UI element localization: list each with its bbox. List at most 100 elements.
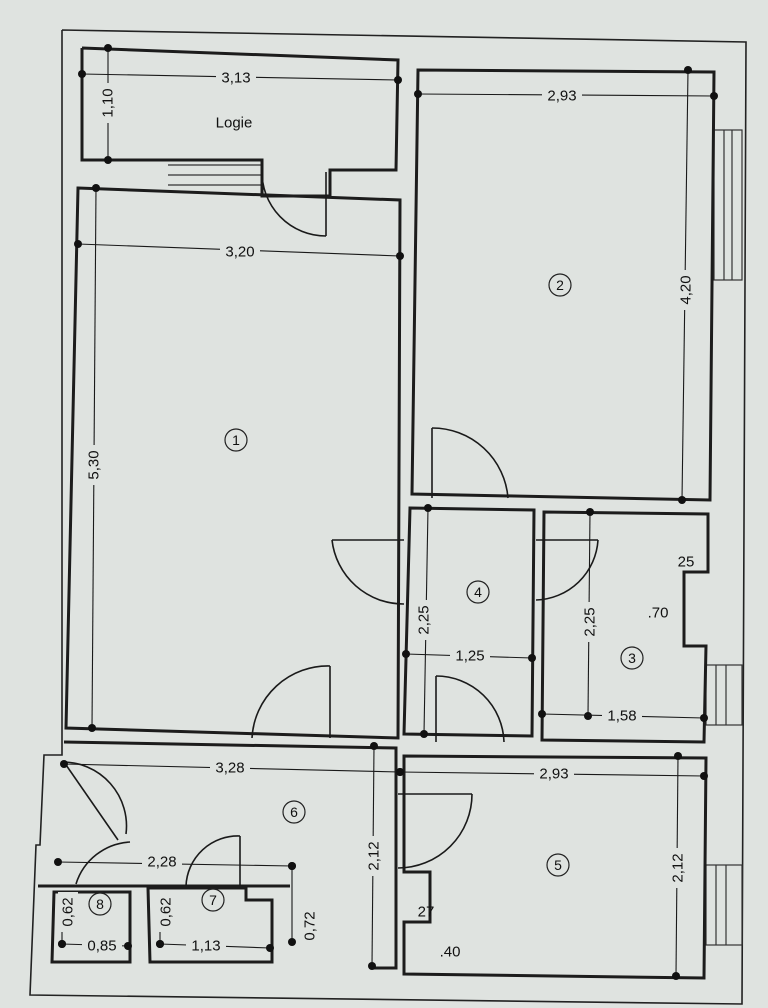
room-number-circle	[546, 853, 570, 877]
dimension-endpoint	[88, 724, 96, 732]
room-number-circle	[466, 580, 490, 604]
dimension-endpoint	[700, 714, 708, 722]
dimension-endpoint	[402, 650, 410, 658]
dimension-label-group: 2,28	[142, 852, 182, 872]
room-number-text: 5	[554, 857, 562, 873]
dimension-label: 1,13	[191, 938, 220, 955]
dimension-label-group: .40	[440, 944, 461, 961]
room-number-circle	[88, 892, 112, 916]
dimension-endpoint	[538, 710, 546, 718]
dimension-label: 3,13	[221, 70, 250, 87]
dimension-label-group: 2,12	[364, 836, 384, 876]
wall-room4	[402, 506, 536, 738]
window-room2	[713, 129, 743, 281]
dimension-endpoint	[124, 942, 132, 950]
dimension-endpoint	[396, 768, 404, 776]
dimension-endpoint	[288, 938, 296, 946]
dimension-endpoint	[414, 90, 422, 98]
room-number-circle	[620, 646, 644, 670]
dimension-label: 0,72	[302, 911, 319, 940]
window-room5	[705, 864, 743, 946]
room-number-circle	[224, 428, 248, 452]
dimension-label-group: 2,25	[580, 602, 600, 642]
door-logie	[261, 169, 327, 237]
dimension-label: 2,12	[366, 841, 383, 870]
dimension-endpoint	[58, 940, 66, 948]
dimension-label-group: 3,28	[210, 758, 250, 778]
dimension-label: 0,85	[87, 938, 116, 955]
door-room4-to-hall	[435, 675, 505, 743]
door-room7	[185, 835, 241, 887]
door-room1-to-hall	[251, 665, 331, 739]
dimension-endpoint	[394, 76, 402, 84]
dimension-endpoint	[266, 944, 274, 952]
dimension-label-group: 2,93	[542, 86, 582, 106]
window-logie-room1	[168, 164, 262, 186]
dimension-label-group: 1,25	[450, 646, 490, 666]
wall-room8	[50, 890, 132, 964]
dimension-label-group: 0,62	[58, 892, 78, 932]
dimension-endpoint	[104, 156, 112, 164]
room-number-1: 1	[224, 428, 248, 452]
dimension-label: 27	[418, 904, 435, 921]
room-number-text: 8	[96, 896, 104, 912]
dimension-label-group: 0,85	[82, 936, 122, 956]
room-number-2: 2	[548, 273, 572, 297]
dimension-label: 0,62	[60, 897, 77, 926]
room-number-text: 4	[474, 584, 482, 600]
dimension-label: 2,25	[582, 607, 599, 636]
dimension-endpoint	[288, 862, 296, 870]
dimension-endpoint	[674, 752, 682, 760]
dimension-label: 0,62	[158, 897, 175, 926]
room-number-circle	[548, 273, 572, 297]
door-room5	[397, 793, 473, 869]
room-number-5: 5	[546, 853, 570, 877]
room-number-6: 6	[282, 800, 306, 824]
door-room3	[535, 539, 599, 601]
dimension-label-group: 1,10	[98, 83, 118, 123]
dimension-label: 2,93	[547, 88, 576, 105]
dimension-endpoint	[678, 496, 686, 504]
room-number-8: 8	[88, 892, 112, 916]
dimension-endpoint	[710, 92, 718, 100]
dimension-label: 25	[678, 554, 695, 571]
dimension-endpoint	[684, 66, 692, 74]
dimension-endpoint	[74, 240, 82, 248]
dimension-endpoint	[584, 712, 592, 720]
door-room2	[431, 427, 509, 499]
dimension-label-group: 3,20	[220, 242, 260, 262]
dimension-label: 3,28	[215, 760, 244, 777]
dimension-endpoint	[104, 44, 112, 52]
dimension-label-group: 27	[418, 904, 435, 921]
dimension-label: 1,10	[100, 88, 117, 117]
room-number-3: 3	[620, 646, 644, 670]
dimension-label-group: 5,30	[84, 445, 104, 485]
dimension-endpoint	[420, 730, 428, 738]
dimension-label-group: .70	[648, 605, 669, 622]
dimension-label-group: 3,13	[216, 68, 256, 88]
dimension-endpoint	[396, 252, 404, 260]
dimension-label-group: 0,62	[156, 892, 176, 932]
dimension-label: 2,12	[670, 853, 687, 882]
dimension-endpoint	[54, 858, 62, 866]
wall-room7	[146, 886, 274, 964]
room-number-4: 4	[466, 580, 490, 604]
dimension-label: 5,30	[86, 450, 103, 479]
dimension-label: .70	[648, 605, 669, 622]
dimension-endpoint	[60, 760, 68, 768]
dimension-label: .40	[440, 944, 461, 961]
wall-room2	[410, 68, 716, 502]
dimension-label: 1,58	[607, 708, 636, 725]
window-room3	[705, 664, 743, 726]
dimension-label-group: 2,12	[668, 848, 688, 888]
dimension-label: 2,93	[539, 766, 568, 783]
dimension-label: 4,20	[678, 275, 695, 304]
room-number-text: 7	[209, 892, 217, 908]
dimension-label: 3,20	[225, 244, 254, 261]
dimension-endpoint	[92, 184, 100, 192]
dimension-label: 2,28	[147, 854, 176, 871]
dimension-endpoint	[78, 70, 86, 78]
dimension-label: 1,25	[455, 648, 484, 665]
dimension-endpoint	[424, 504, 432, 512]
